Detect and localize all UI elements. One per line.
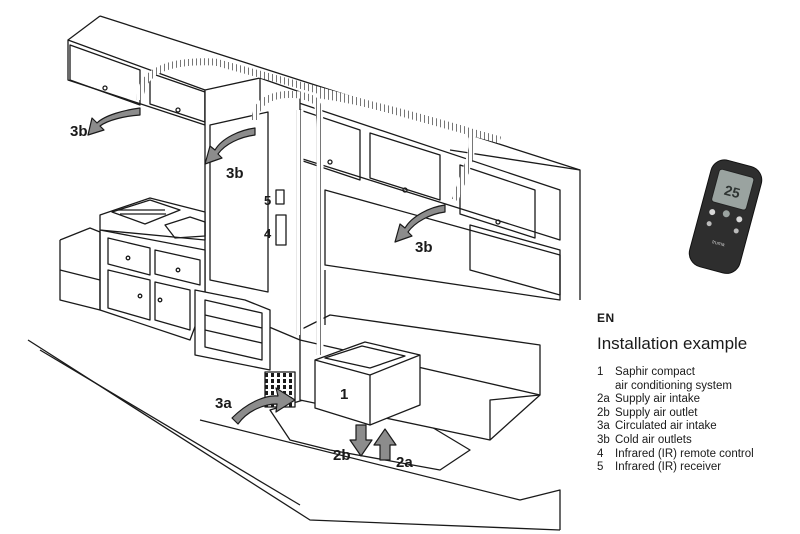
callout-4: 4 — [264, 226, 272, 241]
arrow-outlet-left — [87, 107, 141, 136]
callout-3b-right: 3b — [415, 239, 433, 256]
arrow-supply-outlet — [349, 424, 373, 457]
callout-2b: 2b — [333, 447, 351, 464]
arrow-outlet-right — [394, 204, 446, 243]
arrow-supply-intake — [373, 428, 397, 461]
remote-brand-mark: truma — [711, 239, 725, 248]
remote-display-reading: 25 — [723, 182, 742, 202]
callout-2a: 2a — [396, 454, 413, 471]
vehicle-interior — [27, 15, 581, 531]
callout-3a: 3a — [215, 395, 232, 412]
language-code: EN — [597, 311, 615, 325]
callout-labels: 3b 3b 3b 5 4 1 3a 2b 2a — [70, 123, 433, 471]
remote-control-image: 25 truma — [688, 159, 763, 274]
callout-3b-left: 3b — [70, 123, 88, 140]
callout-1: 1 — [340, 386, 348, 403]
callout-5: 5 — [264, 193, 271, 208]
airflow-arrows — [87, 107, 446, 461]
callout-3b-fridge: 3b — [226, 165, 244, 182]
page-title: Installation example — [597, 334, 748, 353]
arrow-outlet-fridge — [204, 127, 256, 165]
arrow-circulated-intake — [231, 387, 296, 425]
